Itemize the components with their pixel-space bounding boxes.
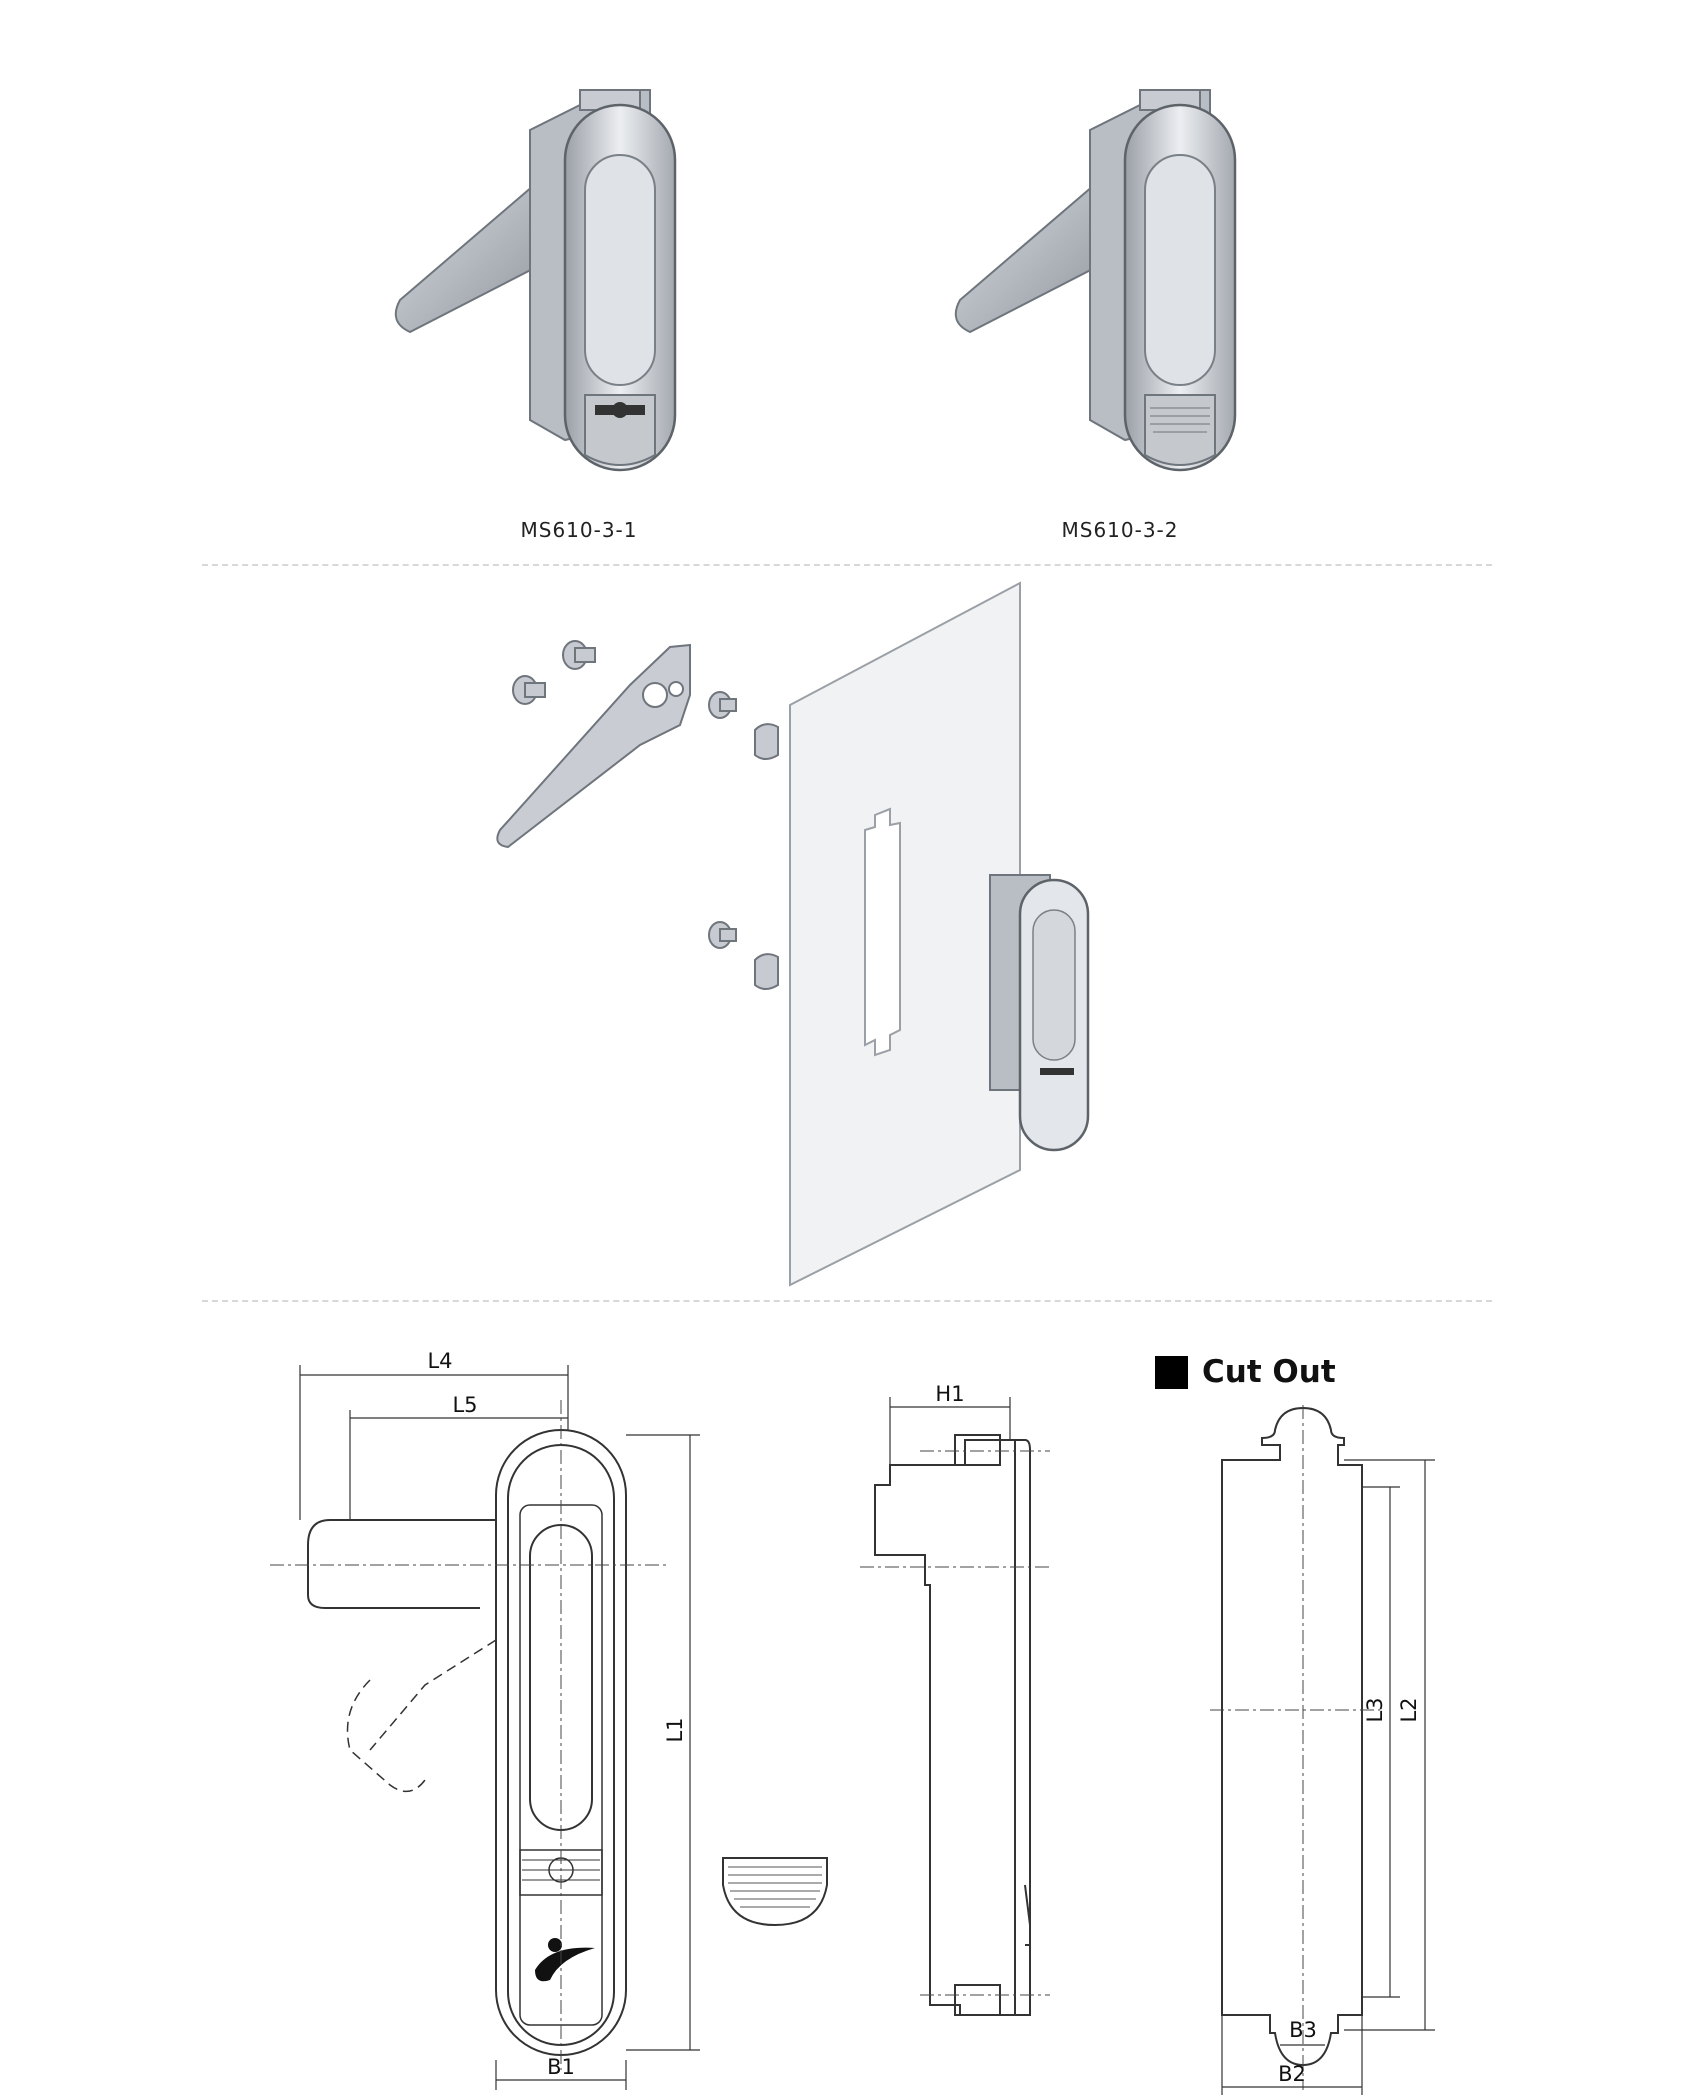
dim-label-l1: L1: [663, 1717, 687, 1742]
cut-out-heading: Cut Out: [1155, 1352, 1336, 1392]
dim-label-l5: L5: [452, 1393, 477, 1417]
cut-out-title: Cut Out: [1202, 1354, 1336, 1390]
product-render-ms610-3-1: [394, 89, 677, 472]
section-divider-top: [202, 564, 1492, 566]
technical-drawing-front-view: L4 L5 L1 B1: [270, 1349, 700, 2090]
product-label-ms610-3-2: MS610-3-2: [1061, 518, 1179, 542]
dim-label-b1: B1: [547, 2055, 575, 2079]
section-divider-bottom: [202, 1300, 1492, 1302]
product-render-ms610-3-2: [954, 89, 1237, 472]
technical-drawing-insert-detail: [722, 1857, 828, 1927]
dim-label-h1: H1: [935, 1385, 964, 1406]
technical-drawing-cut-out: L3 L2 B3 B2: [1210, 1405, 1435, 2095]
dim-label-l2: L2: [1397, 1697, 1421, 1722]
dim-label-l3: L3: [1363, 1697, 1387, 1722]
dim-label-l4: L4: [427, 1349, 452, 1373]
technical-drawing-side-view: H1: [860, 1385, 1050, 2016]
heading-square-icon: [1155, 1355, 1188, 1389]
logo-mark-swoosh: [535, 1947, 595, 1982]
dim-label-b2: B2: [1278, 2062, 1306, 2086]
logo-mark-head: [548, 1938, 562, 1952]
dim-label-b3: B3: [1289, 2018, 1317, 2042]
product-label-ms610-3-1: MS610-3-1: [520, 518, 638, 542]
exploded-assembly-view: [496, 581, 1090, 1287]
